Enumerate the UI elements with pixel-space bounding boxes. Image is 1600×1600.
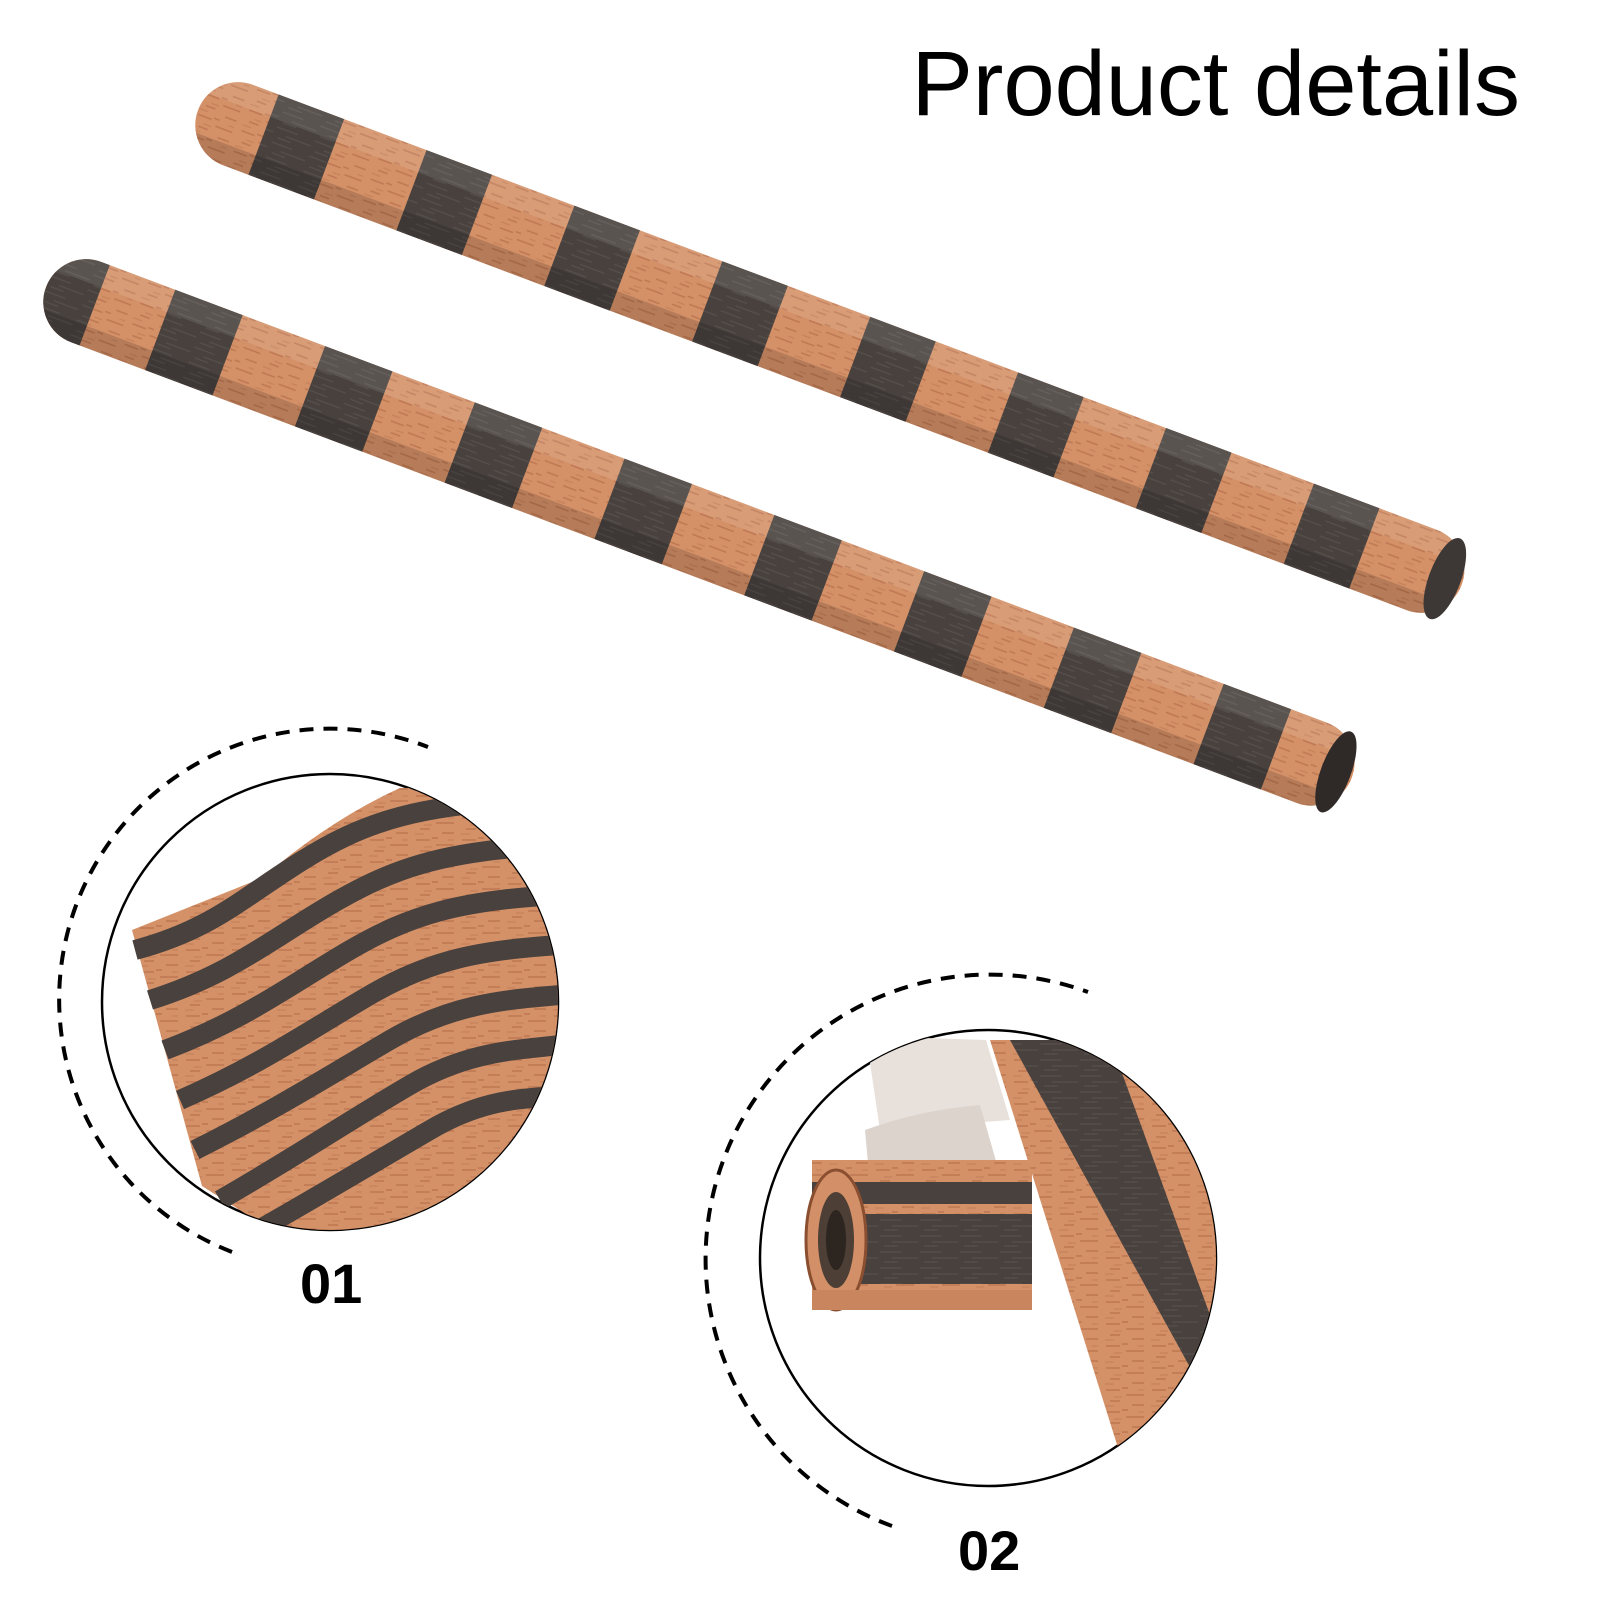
page-title: Product details bbox=[911, 33, 1520, 135]
wood-roll-bottom bbox=[30, 246, 1367, 819]
detail-label-01: 01 bbox=[300, 1252, 363, 1315]
detail-02-zoom bbox=[703, 972, 1218, 1528]
detail-label-02: 02 bbox=[958, 1519, 1021, 1582]
wood-roll-top bbox=[182, 69, 1477, 626]
detail-01-zoom bbox=[57, 726, 560, 1254]
